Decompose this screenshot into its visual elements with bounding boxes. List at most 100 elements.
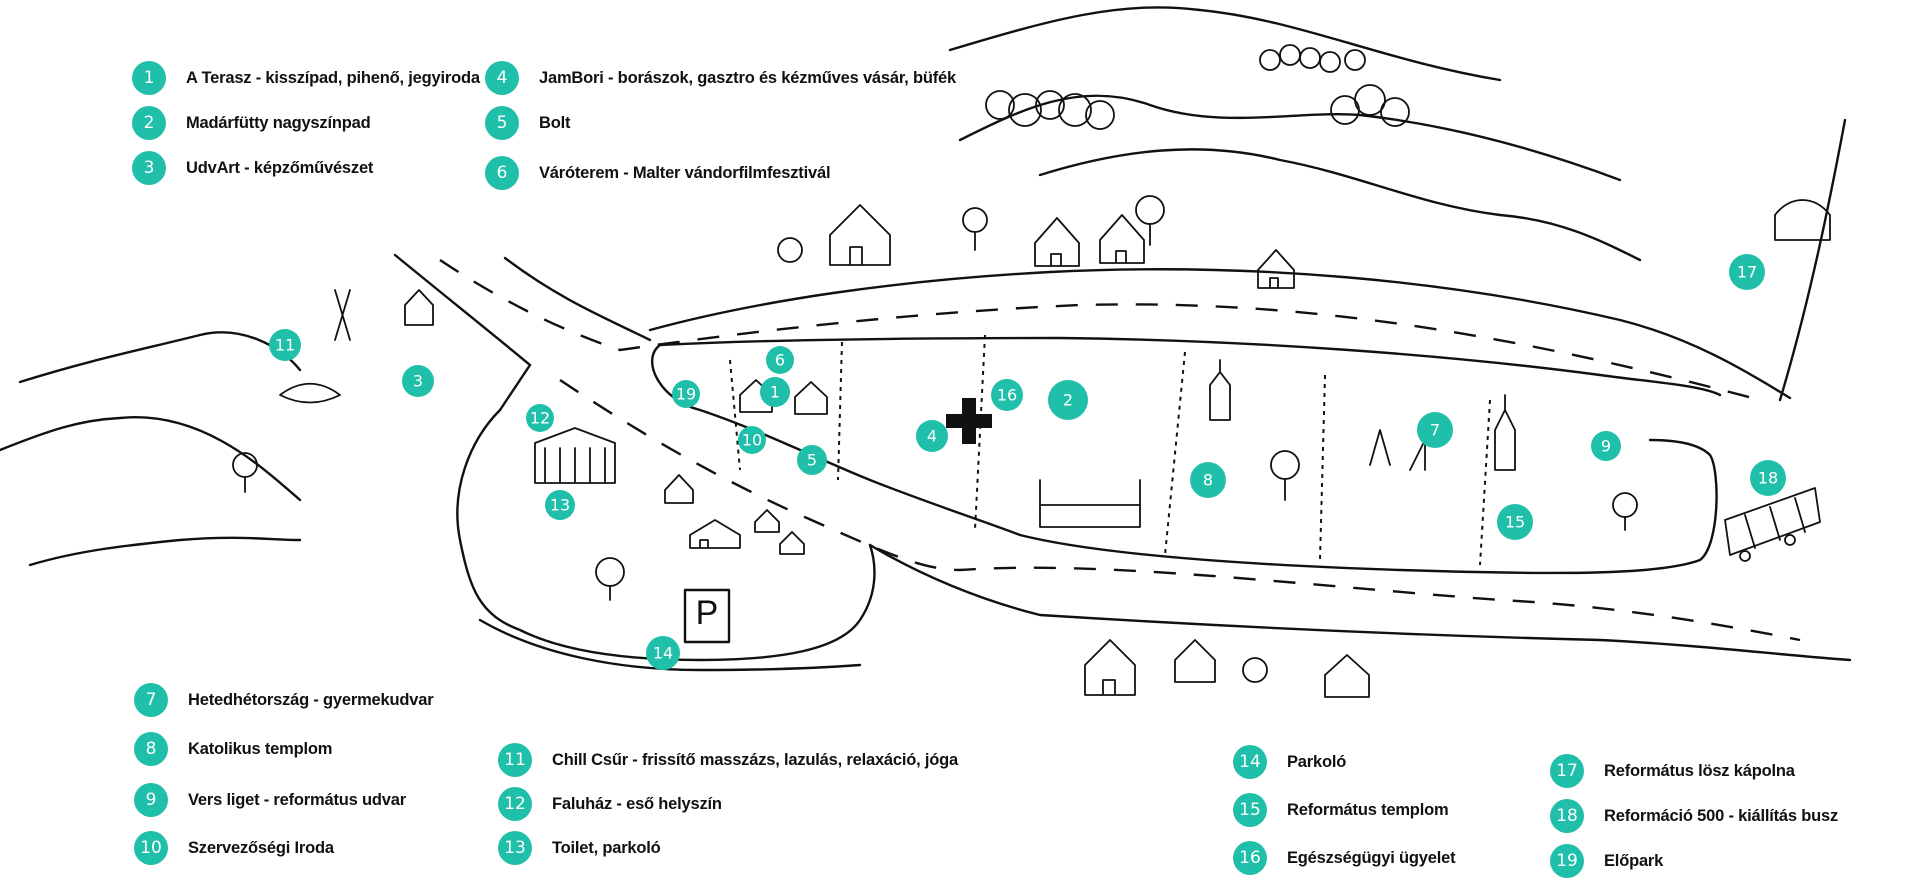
legend-label: UdvArt - képzőművészet [186, 158, 374, 177]
legend-item-7[interactable]: 7 Hetedhétország - gyermekudvar [134, 680, 434, 720]
legend-number: 1 [132, 61, 166, 95]
legend-label: Vers liget - református udvar [188, 790, 406, 809]
marker-1[interactable]: 1 [760, 377, 790, 407]
marker-13[interactable]: 13 [545, 490, 575, 520]
svg-text:P: P [696, 594, 719, 632]
legend-item-11[interactable]: 11 Chill Csűr - frissítő masszázs, lazul… [498, 740, 958, 780]
legend-item-19[interactable]: 19 Előpark [1550, 841, 1663, 881]
legend-label: Egészségügyi ügyelet [1287, 848, 1456, 867]
zone-dividers [729, 334, 1491, 566]
legend-number: 18 [1550, 799, 1584, 833]
legend-item-5[interactable]: 5 Bolt [485, 103, 570, 143]
svg-text:5: 5 [807, 451, 817, 470]
legend-item-14[interactable]: 14 Parkoló [1233, 742, 1346, 782]
marker-3[interactable]: 3 [402, 365, 434, 397]
legend-number: 5 [485, 106, 519, 140]
legend-number: 13 [498, 831, 532, 865]
legend-label: Toilet, parkoló [552, 838, 661, 857]
legend-item-12[interactable]: 12 Faluház - eső helyszín [498, 784, 722, 824]
legend-number: 3 [132, 151, 166, 185]
legend-label: JamBori - borászok, gasztro és kézműves … [539, 68, 956, 87]
marker-19[interactable]: 19 [672, 380, 700, 408]
marker-11[interactable]: 11 [269, 329, 301, 361]
svg-text:15: 15 [1505, 513, 1525, 532]
legend-item-1[interactable]: 1 A Terasz - kisszípad, pihenő, jegyirod… [132, 58, 480, 98]
legend-item-9[interactable]: 9 Vers liget - református udvar [134, 780, 406, 820]
legend-item-6[interactable]: 6 Váróterem - Malter vándorfilmfesztivál [485, 153, 831, 193]
legend-label: Parkoló [1287, 752, 1347, 771]
legend-number: 15 [1233, 793, 1267, 827]
map-markers: 1 2 3 4 5 6 7 8 9 10 11 12 13 14 15 16 1… [269, 254, 1786, 670]
legend-number: 6 [485, 156, 519, 190]
bus-icon [1724, 487, 1821, 562]
stage-icon [1039, 479, 1141, 528]
legend-label: Faluház - eső helyszín [552, 794, 722, 813]
legend-label: Váróterem - Malter vándorfilmfesztivál [539, 163, 831, 182]
legend-label: Református templom [1287, 800, 1449, 819]
legend-number: 16 [1233, 841, 1267, 875]
marker-2[interactable]: 2 [1048, 380, 1088, 420]
svg-text:11: 11 [275, 336, 295, 355]
marker-12[interactable]: 12 [526, 404, 554, 432]
legend-number: 9 [134, 783, 168, 817]
svg-text:14: 14 [653, 644, 673, 663]
legend-label: Madárfütty nagyszínpad [186, 113, 371, 132]
marker-7[interactable]: 7 [1417, 412, 1453, 448]
legend-number: 10 [134, 831, 168, 865]
legend-number: 12 [498, 787, 532, 821]
legend-label: Előpark [1604, 851, 1664, 870]
marker-18[interactable]: 18 [1750, 460, 1786, 496]
landmarks [279, 199, 1831, 471]
svg-text:7: 7 [1430, 421, 1440, 440]
marker-4[interactable]: 4 [916, 420, 948, 452]
legend-label: Református lösz kápolna [1604, 761, 1795, 780]
marker-6[interactable]: 6 [766, 346, 794, 374]
hills [0, 6, 1847, 567]
legend-number: 7 [134, 683, 168, 717]
marker-17[interactable]: 17 [1729, 254, 1765, 290]
legend-item-16[interactable]: 16 Egészségügyi ügyelet [1233, 838, 1456, 878]
svg-text:2: 2 [1063, 391, 1073, 410]
parking-sign: P [683, 588, 731, 644]
legend-item-3[interactable]: 3 UdvArt - képzőművészet [132, 148, 373, 188]
marker-14[interactable]: 14 [646, 636, 680, 670]
houses [404, 204, 1370, 698]
marker-8[interactable]: 8 [1190, 462, 1226, 498]
trees [232, 44, 1638, 683]
legend-number: 11 [498, 743, 532, 777]
marker-16[interactable]: 16 [991, 379, 1023, 411]
svg-text:10: 10 [742, 431, 762, 450]
legend-item-8[interactable]: 8 Katolikus templom [134, 729, 332, 769]
legend-item-10[interactable]: 10 Szervezőségi Iroda [134, 828, 334, 868]
legend-item-15[interactable]: 15 Református templom [1233, 790, 1449, 830]
marker-15[interactable]: 15 [1497, 504, 1533, 540]
legend-label: Chill Csűr - frissítő masszázs, lazulás,… [552, 750, 959, 769]
legend-item-18[interactable]: 18 Reformáció 500 - kiállítás busz [1550, 796, 1838, 836]
legend-number: 4 [485, 61, 519, 95]
marker-9[interactable]: 9 [1591, 431, 1621, 461]
legend-label: Hetedhétország - gyermekudvar [188, 690, 434, 709]
legend-label: Reformáció 500 - kiállítás busz [1604, 806, 1839, 825]
svg-text:17: 17 [1737, 263, 1757, 282]
svg-text:12: 12 [530, 409, 550, 428]
medical-cross-icon [946, 398, 992, 444]
roads [393, 253, 1852, 672]
legend-number: 14 [1233, 745, 1267, 779]
legend-number: 17 [1550, 754, 1584, 788]
legend-label: A Terasz - kisszípad, pihenő, jegyiroda [186, 68, 480, 87]
legend-item-2[interactable]: 2 Madárfütty nagyszínpad [132, 103, 371, 143]
svg-text:19: 19 [676, 385, 696, 404]
svg-text:9: 9 [1601, 437, 1611, 456]
legend-label: Szervezőségi Iroda [188, 838, 334, 857]
legend-item-4[interactable]: 4 JamBori - borászok, gasztro és kézműve… [485, 58, 956, 98]
legend-number: 2 [132, 106, 166, 140]
legend-item-17[interactable]: 17 Református lösz kápolna [1550, 751, 1795, 791]
legend-number: 8 [134, 732, 168, 766]
marker-10[interactable]: 10 [738, 426, 766, 454]
marker-5[interactable]: 5 [797, 445, 827, 475]
legend-item-13[interactable]: 13 Toilet, parkoló [498, 828, 661, 868]
svg-text:18: 18 [1758, 469, 1778, 488]
svg-text:16: 16 [997, 386, 1017, 405]
legend-label: Bolt [539, 113, 571, 132]
